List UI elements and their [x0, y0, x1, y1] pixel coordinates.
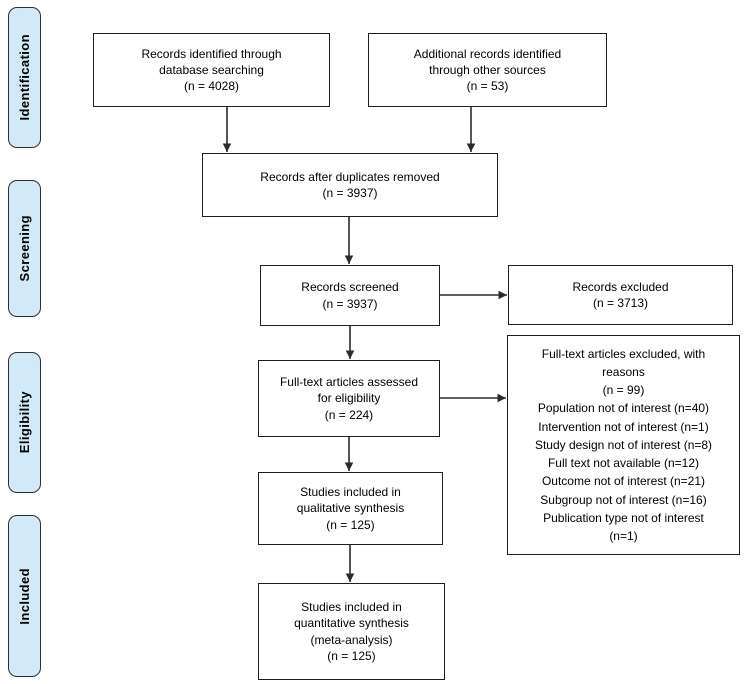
- box-text: Full-text articles excluded, with reason…: [534, 346, 713, 544]
- box-after-duplicates-removed: Records after duplicates removed (n = 39…: [202, 153, 498, 217]
- box-quantitative-synthesis: Studies included in quantitative synthes…: [258, 583, 445, 680]
- stage-label-text: Eligibility: [17, 391, 32, 454]
- box-text: Records screened (n = 3937): [301, 280, 399, 311]
- stage-label-identification: Identification: [8, 7, 41, 148]
- box-text: Full-text articles assessed for eligibil…: [279, 375, 419, 422]
- stage-label-text: Identification: [17, 34, 32, 121]
- stage-label-text: Screening: [17, 215, 32, 282]
- stage-label-eligibility: Eligibility: [8, 352, 41, 493]
- box-text: Records identified through database sear…: [141, 46, 282, 94]
- box-fulltext-assessed: Full-text articles assessed for eligibil…: [258, 360, 440, 437]
- stage-label-included: Included: [8, 515, 41, 677]
- stage-label-screening: Screening: [8, 180, 41, 317]
- box-text: Records excluded (n = 3713): [572, 279, 669, 310]
- box-fulltext-excluded: Full-text articles excluded, with reason…: [507, 335, 740, 555]
- box-records-other-sources: Additional records identified through ot…: [368, 33, 607, 107]
- box-qualitative-synthesis: Studies included in qualitative synthesi…: [258, 472, 443, 545]
- stage-label-text: Included: [17, 567, 32, 625]
- box-records-screened: Records screened (n = 3937): [260, 265, 440, 326]
- box-text: Records after duplicates removed (n = 39…: [260, 169, 440, 200]
- box-records-database: Records identified through database sear…: [93, 33, 330, 107]
- box-text: Additional records identified through ot…: [413, 46, 562, 94]
- box-text: Studies included in qualitative synthesi…: [296, 485, 405, 532]
- box-text: Studies included in quantitative synthes…: [294, 600, 409, 663]
- box-records-excluded: Records excluded (n = 3713): [508, 265, 733, 325]
